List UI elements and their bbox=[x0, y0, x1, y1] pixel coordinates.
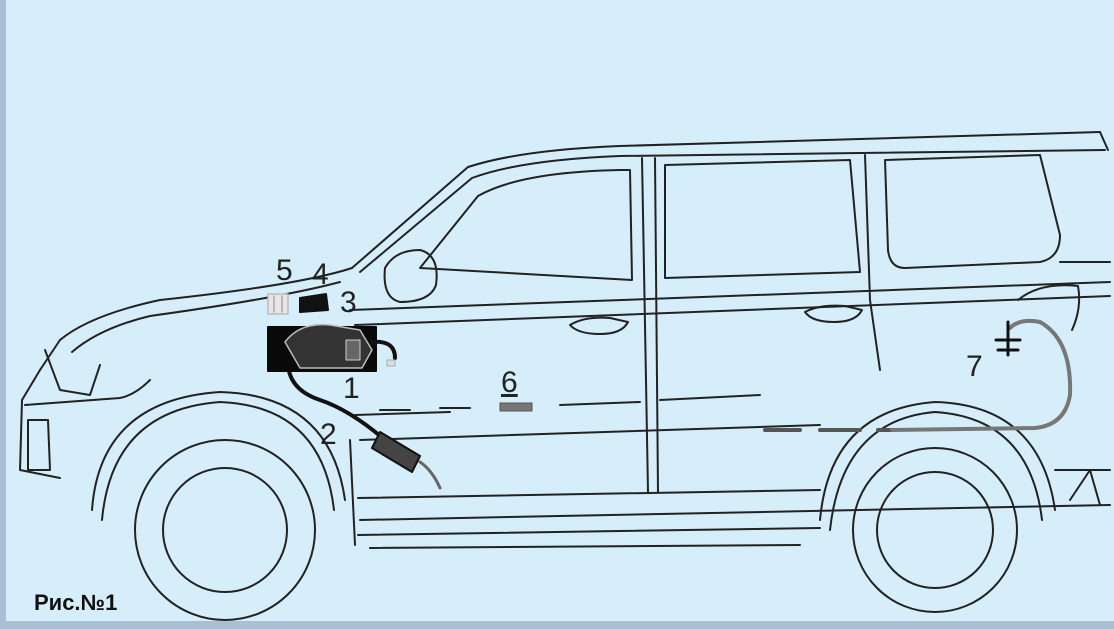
figure-caption: Рис.№1 bbox=[34, 590, 117, 616]
fuse-component bbox=[268, 294, 288, 314]
fuel-flap bbox=[1018, 285, 1079, 330]
car-windows bbox=[420, 155, 1060, 280]
callout-2: 2 bbox=[320, 420, 337, 450]
callout-5: 5 bbox=[276, 256, 293, 286]
front-wheel bbox=[92, 392, 345, 620]
door-handles bbox=[570, 306, 862, 334]
filling-valve bbox=[996, 322, 1020, 355]
reducer-unit bbox=[268, 325, 395, 371]
callout-4: 4 bbox=[312, 260, 329, 290]
car-roof bbox=[352, 132, 1108, 272]
callout-3: 3 bbox=[340, 288, 357, 318]
switch-component bbox=[300, 294, 328, 312]
hose-front bbox=[288, 365, 440, 488]
indicator-component bbox=[500, 403, 532, 411]
callout-7: 7 bbox=[966, 352, 983, 382]
callout-1: 1 bbox=[343, 374, 360, 404]
callout-6: 6 bbox=[501, 368, 518, 398]
